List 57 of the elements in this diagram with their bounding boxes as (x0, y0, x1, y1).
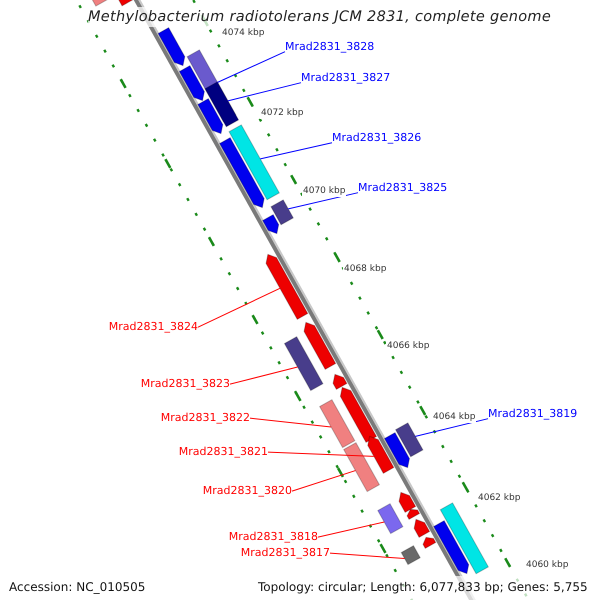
leader-line (227, 82, 302, 102)
gene-label: Mrad2831_3823 (140, 377, 230, 390)
gene-label: Mrad2831_3818 (228, 530, 318, 543)
gene-label: Mrad2831_3820 (202, 484, 292, 497)
gene-feature (406, 508, 420, 520)
gene-feature (377, 503, 404, 534)
gene-feature (304, 322, 336, 370)
gene-feature (400, 545, 421, 566)
gene-feature (262, 214, 280, 234)
scale-label: 4074 kbp (221, 28, 266, 39)
gene-feature (158, 27, 186, 66)
scale-label: 4062 kbp (477, 493, 522, 504)
gene-feature (332, 374, 348, 390)
gene-feature (266, 254, 308, 320)
gene-feature (270, 199, 294, 226)
leader-line (217, 51, 286, 83)
gene-label: Mrad2831_3819 (488, 407, 578, 420)
gene-feature (228, 124, 280, 200)
scale-label: 4064 kbp (432, 412, 476, 423)
leader-line (292, 470, 356, 492)
gene-feature (433, 520, 470, 574)
scale-label: 4070 kbp (302, 186, 346, 197)
gene-feature (440, 502, 490, 574)
gene-feature (414, 518, 430, 538)
footer-text: Accession: NC_010505 (9, 580, 146, 595)
gene-feature (422, 536, 436, 549)
gene-feature (384, 432, 410, 468)
scale-label: 4072 kbp (260, 108, 304, 119)
leader-line (250, 418, 332, 428)
gene-label: Mrad2831_3825 (358, 181, 448, 194)
gene-feature (367, 436, 394, 474)
leader-line (198, 288, 280, 328)
gene-feature (394, 422, 424, 458)
gene-label: Mrad2831_3828 (285, 40, 374, 53)
gene-feature (343, 442, 380, 492)
scale-label: 4060 kbp (525, 560, 570, 571)
gene-feature (340, 386, 378, 443)
leader-line (268, 452, 374, 457)
leader-line (230, 366, 298, 385)
gene-label: Mrad2831_3817 (240, 546, 330, 559)
leader-line (260, 142, 332, 160)
gene-feature (319, 399, 356, 448)
diagram-title: Methylobacterium radiotolerans JCM 2831, complete genome (88, 7, 552, 27)
scale-label: 4068 kbp (343, 264, 388, 275)
footer-text: Topology: circular; Length: 6,077,833 bp; Genes: 5,755 (258, 580, 588, 595)
scale-label: 4066 kbp (386, 341, 430, 352)
leader-line (414, 418, 488, 437)
gene-feature (218, 137, 265, 208)
gene-label: Mrad2831_3821 (178, 445, 268, 458)
gene-label: Mrad2831_3824 (108, 320, 198, 333)
gene-label: Mrad2831_3822 (160, 411, 250, 424)
leader-line (288, 192, 358, 210)
leader-line (318, 522, 385, 538)
leader-line (330, 552, 406, 560)
gene-label: Mrad2831_3826 (332, 131, 422, 144)
gene-label: Mrad2831_3827 (301, 71, 390, 84)
gene-feature (284, 336, 324, 392)
